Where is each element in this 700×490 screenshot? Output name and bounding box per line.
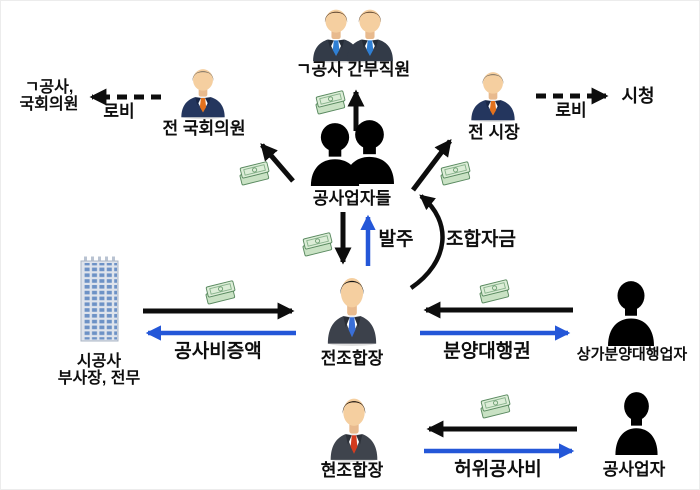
edge-label-lobby-left: 로비 — [103, 102, 135, 121]
money-icon — [478, 394, 513, 419]
label-construction-company: 시공사 부사장, 전무 — [58, 353, 141, 388]
edge-label-sales-agency-rights: 분양대행권 — [443, 341, 531, 362]
arrow-bribe-to-congressman — [260, 143, 295, 183]
contractor-silhouette-icon — [615, 392, 658, 455]
current-union-head-icon — [330, 398, 378, 462]
money-icon — [477, 279, 512, 304]
label-lobby-target-line1: ㄱ공사, — [24, 79, 74, 96]
sales-agent-silhouette-icon — [608, 281, 654, 346]
money-icon — [237, 161, 272, 186]
label-former-union-head: 전조합장 — [320, 349, 384, 368]
edge-label-union-funds: 조합자금 — [446, 229, 516, 250]
edge-label-order: 발주 — [378, 229, 414, 250]
former-mayor-icon — [471, 72, 515, 122]
arrow-bribe-to-mayor — [411, 138, 452, 192]
label-sales-agent: 상가분양대행업자 — [576, 346, 688, 363]
money-icon — [300, 232, 335, 257]
label-gongsa-executives: ㄱ공사 간부직원 — [295, 60, 411, 79]
label-former-mayor: 전 시장 — [468, 123, 520, 142]
money-icon — [313, 90, 348, 115]
contractors-duo-silhouette-icon — [310, 120, 394, 186]
edge-label-false-construction-cost: 허위공사비 — [454, 459, 542, 480]
money-icon — [203, 280, 238, 305]
label-former-congressman: 전 국회의원 — [162, 119, 246, 138]
label-contractor: 공사업자 — [602, 460, 666, 479]
label-contractors-group: 공사업자들 — [312, 189, 392, 208]
money-icon — [438, 161, 473, 186]
edge-label-cost-increase: 공사비증액 — [174, 341, 262, 362]
edge-label-lobby-right: 로비 — [555, 101, 587, 120]
label-lobby-target: ㄱ공사, 국회의원 — [20, 79, 79, 114]
label-construction-company-line1: 시공사 — [76, 353, 122, 370]
label-city-hall: 시청 — [621, 86, 655, 106]
former-union-head-icon — [327, 278, 377, 346]
executives-duo-icon — [313, 9, 393, 63]
label-construction-company-line2: 부사장, 전무 — [57, 370, 141, 388]
arrow-union-funds — [409, 194, 445, 290]
label-lobby-target-line2: 국회의원 — [19, 96, 79, 114]
former-congressman-icon — [181, 69, 225, 119]
label-current-union-head: 현조합장 — [320, 461, 384, 480]
construction-company-building-icon — [80, 256, 119, 342]
